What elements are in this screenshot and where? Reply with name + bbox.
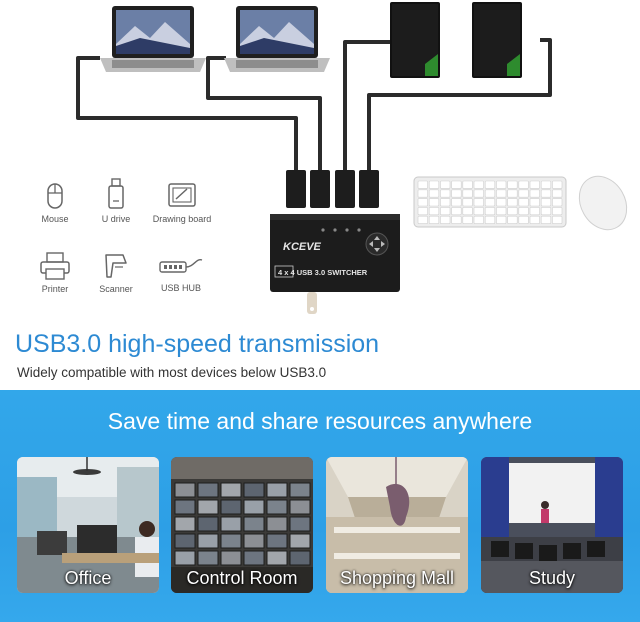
usb-plugs [286, 170, 379, 208]
mouse-icon [47, 183, 63, 209]
office-photo [17, 457, 159, 593]
usb-stick-icon [307, 292, 317, 314]
device-printer: Printer [20, 251, 90, 294]
brand-logo: KCEVE [283, 241, 322, 253]
scene-label: Office [64, 568, 112, 588]
device-scanner: Scanner [81, 251, 151, 294]
scenarios-section: Save time and share resources anywhere O… [0, 390, 640, 622]
desktop-tower-1-icon [390, 2, 440, 78]
laptop-2-icon [224, 6, 330, 72]
device-label: USB HUB [160, 283, 201, 293]
device-usb-hub: USB HUB [146, 254, 216, 293]
device-mouse: Mouse [20, 181, 90, 224]
printer-icon [40, 252, 70, 280]
scanner-icon [105, 254, 127, 278]
product-diagram-section: KCEVE 4 x 4 USB 3.0 SWITCHER Mouse [15, 2, 628, 380]
shopping-mall-photo [326, 457, 468, 593]
usb-drive-icon [108, 178, 124, 209]
scene-card-control-room: Control Room [171, 457, 313, 593]
subheadline: Widely compatible with most devices belo… [17, 365, 327, 380]
device-label: Drawing board [152, 214, 212, 224]
scene-card-office: Office [17, 457, 159, 593]
scene-label: Shopping Mall [339, 568, 455, 588]
scene-card-shopping-mall: Shopping Mall [326, 457, 468, 593]
product-label: 4 x 4 USB 3.0 SWITCHER [278, 268, 368, 277]
device-drawing-board: Drawing board [145, 179, 219, 224]
laptop-1-icon [100, 6, 206, 72]
scene-label: Study [528, 568, 576, 588]
headline: USB3.0 high-speed transmission [15, 330, 380, 358]
usb-switch-box: KCEVE 4 x 4 USB 3.0 SWITCHER [270, 214, 400, 292]
mouse-icon [578, 175, 628, 231]
study-photo [481, 457, 623, 593]
desktop-tower-2-icon [472, 2, 522, 78]
section-banner: Save time and share resources anywhere [107, 408, 533, 434]
device-label: U drive [101, 214, 131, 224]
device-label: Mouse [41, 214, 69, 224]
drawing-board-icon [168, 183, 196, 207]
device-label: Scanner [99, 284, 133, 294]
connection-diagram: KCEVE 4 x 4 USB 3.0 SWITCHER [76, 2, 628, 314]
scene-label: Control Room [186, 568, 298, 588]
keyboard-icon [413, 176, 567, 228]
device-u-drive: U drive [81, 177, 151, 224]
usb-hub-icon [159, 259, 203, 273]
device-label: Printer [41, 284, 69, 294]
control-room-photo [171, 457, 313, 593]
scene-card-study: Study [481, 457, 623, 593]
